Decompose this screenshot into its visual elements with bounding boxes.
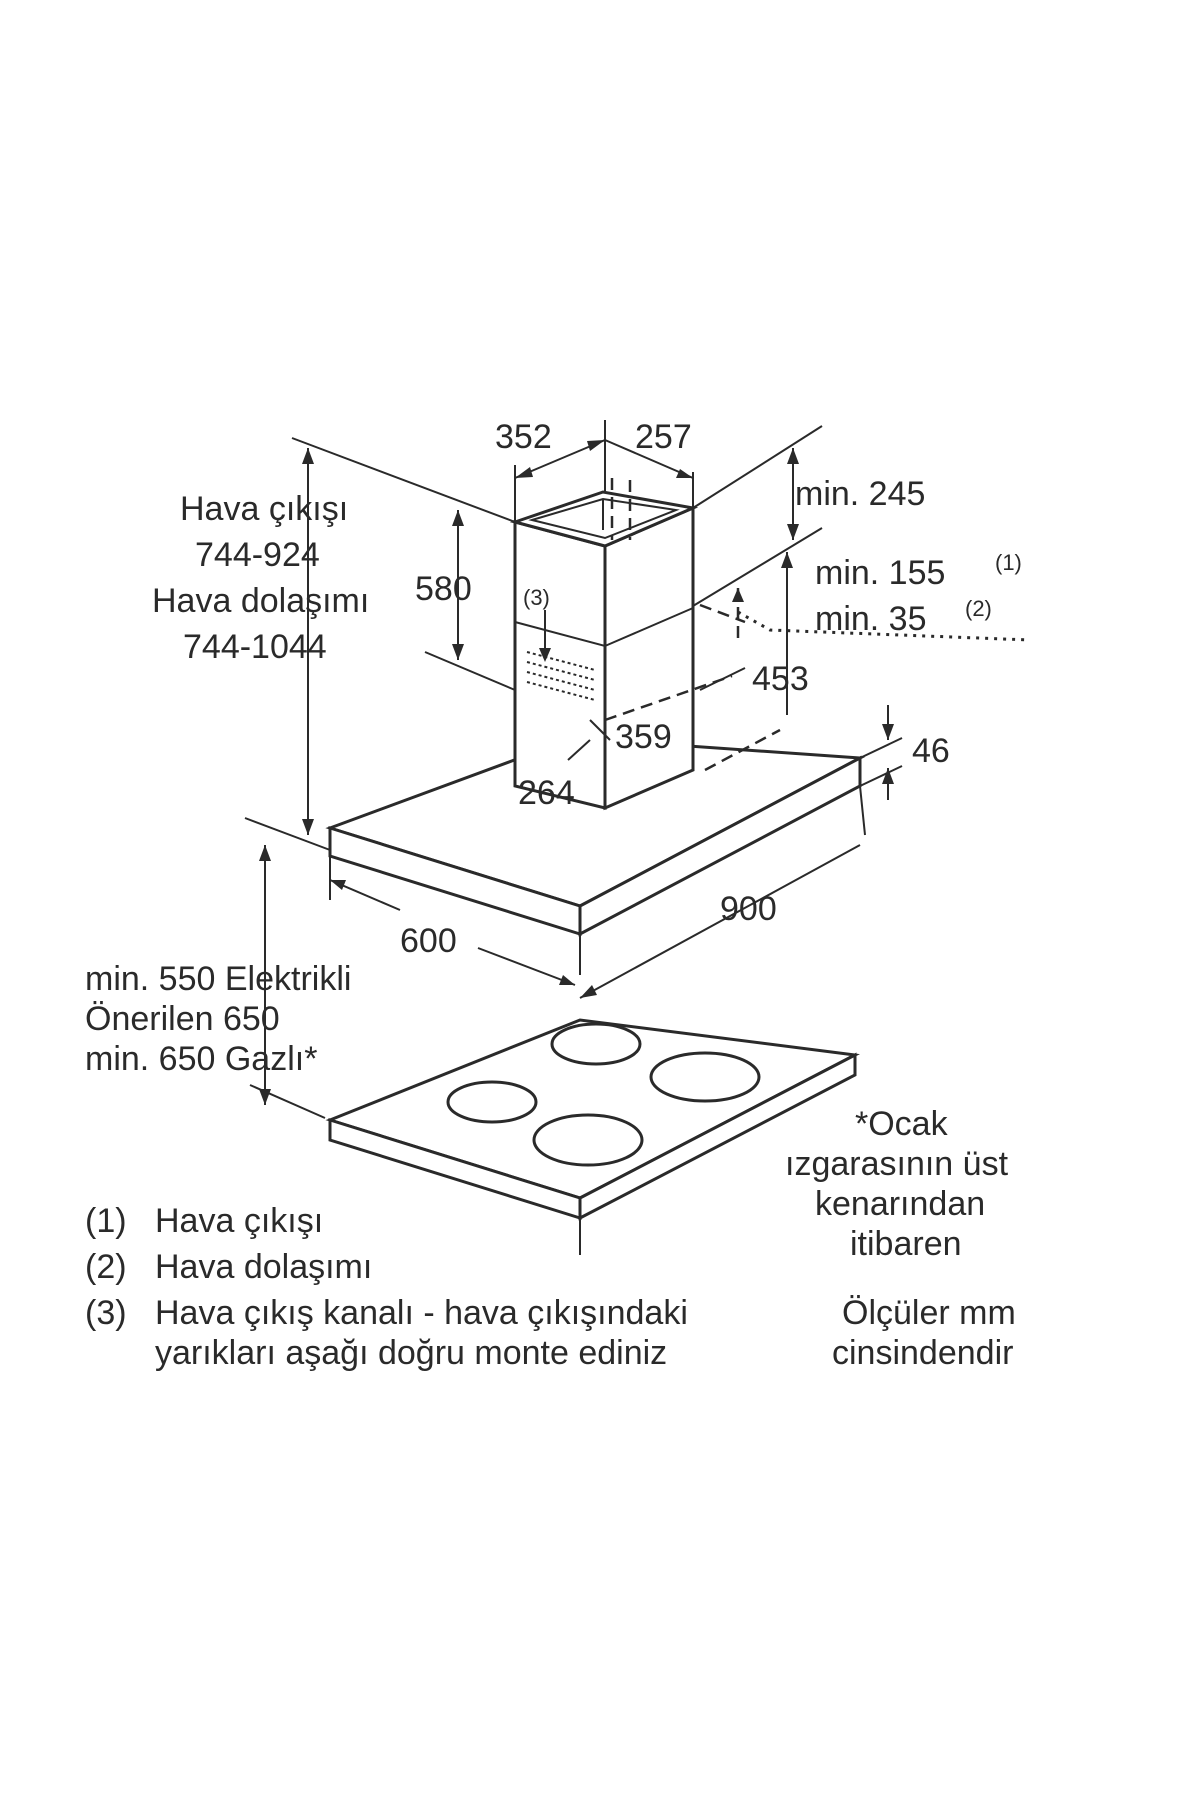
dim-label-min-35: min. 35 [815, 600, 927, 638]
clearance-recommended: Önerilen 650 [85, 1000, 280, 1038]
air-circulation-title: Hava dolaşımı [152, 582, 369, 620]
dim-label-900: 900 [720, 890, 777, 928]
chimney [509, 478, 699, 811]
dim-total-height [244, 448, 331, 851]
hidden-lines [604, 603, 781, 772]
air-circulation-range: 744-1044 [183, 628, 327, 666]
dim-min-155-35 [732, 552, 1031, 715]
legend-2-text: Hava dolaşımı [155, 1248, 372, 1286]
dim-label-257: 257 [635, 418, 692, 456]
dim-600 [329, 856, 576, 986]
legend-3-text-line1: Hava çıkış kanalı - hava çıkışındaki [155, 1294, 688, 1332]
burner-front [532, 1113, 644, 1167]
legend-3-num: (3) [85, 1294, 127, 1332]
dim-chimney-top [514, 420, 694, 522]
cooktop [325, 1018, 860, 1221]
dim-label-min-35-ref: (2) [965, 596, 992, 621]
burner-right [649, 1051, 761, 1103]
dim-label-46: 46 [912, 732, 950, 770]
dim-label-600: 600 [400, 922, 457, 960]
dim-label-453: 453 [752, 660, 809, 698]
dim-label-264: 264 [518, 774, 575, 812]
burner-left [446, 1080, 538, 1124]
units-note-line2: cinsindendir [832, 1334, 1013, 1372]
dim-label-359: 359 [615, 718, 672, 756]
units-note-line1: Ölçüler mm [842, 1294, 1016, 1332]
air-outlet-title: Hava çıkışı [180, 490, 348, 528]
hood-canopy [325, 736, 866, 937]
dim-min-245 [787, 448, 799, 540]
dim-900 [579, 785, 866, 999]
dim-clearance [249, 845, 326, 1119]
dim-label-min-155: min. 155 [815, 554, 945, 592]
dim-label-352: 352 [495, 418, 552, 456]
dim-46 [859, 705, 903, 800]
legend-1-text: Hava çıkışı [155, 1202, 323, 1240]
clearance-gas: min. 650 Gazlı* [85, 1040, 317, 1078]
dim-label-min-155-ref: (1) [995, 550, 1022, 575]
callout-3-label: (3) [523, 585, 550, 610]
legend-3-text-line2: yarıkları aşağı doğru monte ediniz [155, 1334, 667, 1372]
dim-580 [424, 510, 516, 691]
note-line-3: kenarından [815, 1185, 985, 1223]
clearance-electric: min. 550 Elektrikli [85, 960, 351, 998]
note-line-4: itibaren [850, 1225, 962, 1263]
note-line-2: ızgarasının üst [785, 1145, 1009, 1183]
air-outlet-range: 744-924 [195, 536, 320, 574]
dim-label-min-245: min. 245 [795, 475, 925, 513]
dim-label-580: 580 [415, 570, 472, 608]
legend-1-num: (1) [85, 1202, 127, 1240]
burner-back [550, 1022, 642, 1066]
note-line-1: *Ocak [855, 1105, 949, 1143]
legend-2-num: (2) [85, 1248, 127, 1286]
